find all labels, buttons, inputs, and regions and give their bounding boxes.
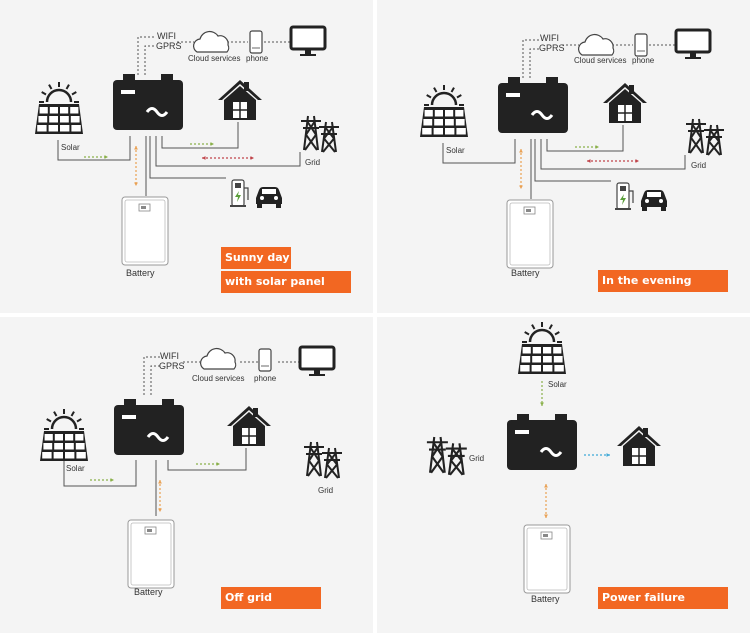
grid-flow-arrow	[202, 156, 254, 160]
house-icon	[603, 83, 647, 123]
phone-icon	[249, 30, 263, 54]
battery-icon	[506, 199, 554, 269]
ev-charger-icon	[230, 179, 249, 207]
gprs-label: GPRS	[539, 43, 565, 53]
wifi-label: WIFI	[157, 31, 176, 41]
phone-icon	[258, 348, 272, 372]
solar-panel-icon	[40, 409, 88, 461]
gprs-label: GPRS	[156, 41, 182, 51]
solar-label: Solar	[66, 464, 85, 473]
battery-icon	[523, 524, 571, 594]
cloud-icon	[192, 30, 230, 53]
monitor-icon	[298, 345, 336, 376]
battery-flow-arrow	[544, 484, 548, 518]
mode-tag-sunny-line1: Sunny day	[221, 247, 291, 269]
house-icon	[227, 406, 271, 446]
house-wire	[546, 125, 624, 152]
house-icon	[218, 80, 262, 120]
inverter-icon	[114, 399, 184, 455]
solar-panel-icon	[420, 85, 468, 137]
grid-tower-icon	[686, 118, 724, 156]
gprs-label: GPRS	[159, 361, 185, 371]
ev-wire	[149, 136, 226, 179]
grid-label: Grid	[305, 158, 321, 167]
phone-icon	[634, 33, 648, 57]
solar-flow-arrow	[540, 381, 544, 406]
wifi-label: WIFI	[540, 33, 559, 43]
solar-panel-icon	[35, 82, 83, 134]
grid-tower-icon	[304, 441, 342, 479]
solar-wire	[442, 139, 516, 164]
wifi-link	[137, 36, 156, 75]
mode-tag-sunny-line2: with solar panel	[221, 271, 351, 293]
gprs-link	[144, 45, 156, 75]
battery-label: Battery	[531, 594, 560, 604]
monitor-icon	[289, 25, 327, 56]
battery-flow-arrow	[519, 149, 523, 189]
cloud-icon	[199, 347, 237, 370]
wifi-link	[143, 356, 162, 395]
battery-icon	[121, 196, 169, 266]
monitor-icon	[674, 28, 712, 59]
solar-wire	[63, 460, 137, 487]
mode-tag-evening: In the evening	[598, 270, 728, 292]
cloud-label: Cloud services	[192, 374, 245, 383]
phone-label: phone	[254, 374, 277, 383]
grid-tower-icon	[426, 436, 467, 476]
grid-flow-arrow	[587, 159, 639, 163]
grid-wire	[155, 136, 301, 167]
solar-label: Solar	[548, 380, 567, 389]
load-flow-arrow	[575, 145, 599, 149]
house-icon	[617, 426, 661, 466]
house-wire	[161, 122, 239, 149]
battery-flow-arrow	[134, 146, 138, 186]
mode-tag-offgrid: Off grid	[221, 587, 321, 609]
battery-icon	[127, 519, 175, 589]
ev-wire	[534, 139, 611, 182]
gprs-link	[529, 48, 541, 78]
grid-tower-icon	[301, 115, 339, 153]
battery-label: Battery	[511, 268, 540, 278]
ev-charger-icon	[615, 182, 634, 210]
wifi-link	[522, 39, 541, 78]
car-icon	[641, 190, 667, 211]
load-flow-arrow	[584, 453, 610, 457]
mode-tag-failure: Power failure	[598, 587, 728, 609]
load-flow-arrow	[190, 142, 214, 146]
phone-label: phone	[246, 54, 269, 63]
battery-label: Battery	[126, 268, 155, 278]
grid-label: Grid	[469, 454, 485, 463]
solar-wire	[57, 136, 131, 161]
solar-label: Solar	[446, 146, 465, 155]
inverter-icon	[507, 414, 577, 470]
cloud-label: Cloud services	[574, 56, 627, 65]
inverter-icon	[498, 77, 568, 133]
solar-panel-icon	[518, 322, 566, 374]
inverter-icon	[113, 74, 183, 130]
load-flow-arrow	[196, 462, 220, 466]
grid-label: Grid	[691, 161, 707, 170]
solar-label: Solar	[61, 143, 80, 152]
solar-flow-arrow	[84, 155, 108, 159]
phone-label: phone	[632, 56, 655, 65]
car-icon	[256, 187, 282, 208]
battery-label: Battery	[134, 587, 163, 597]
solar-flow-arrow	[90, 478, 114, 482]
gprs-link	[150, 365, 162, 395]
house-wire	[167, 448, 247, 471]
grid-label: Grid	[318, 486, 334, 495]
cloud-label: Cloud services	[188, 54, 241, 63]
battery-flow-arrow	[158, 480, 162, 512]
grid-wire	[540, 139, 686, 170]
wifi-label: WIFI	[160, 351, 179, 361]
cloud-icon	[577, 33, 615, 56]
